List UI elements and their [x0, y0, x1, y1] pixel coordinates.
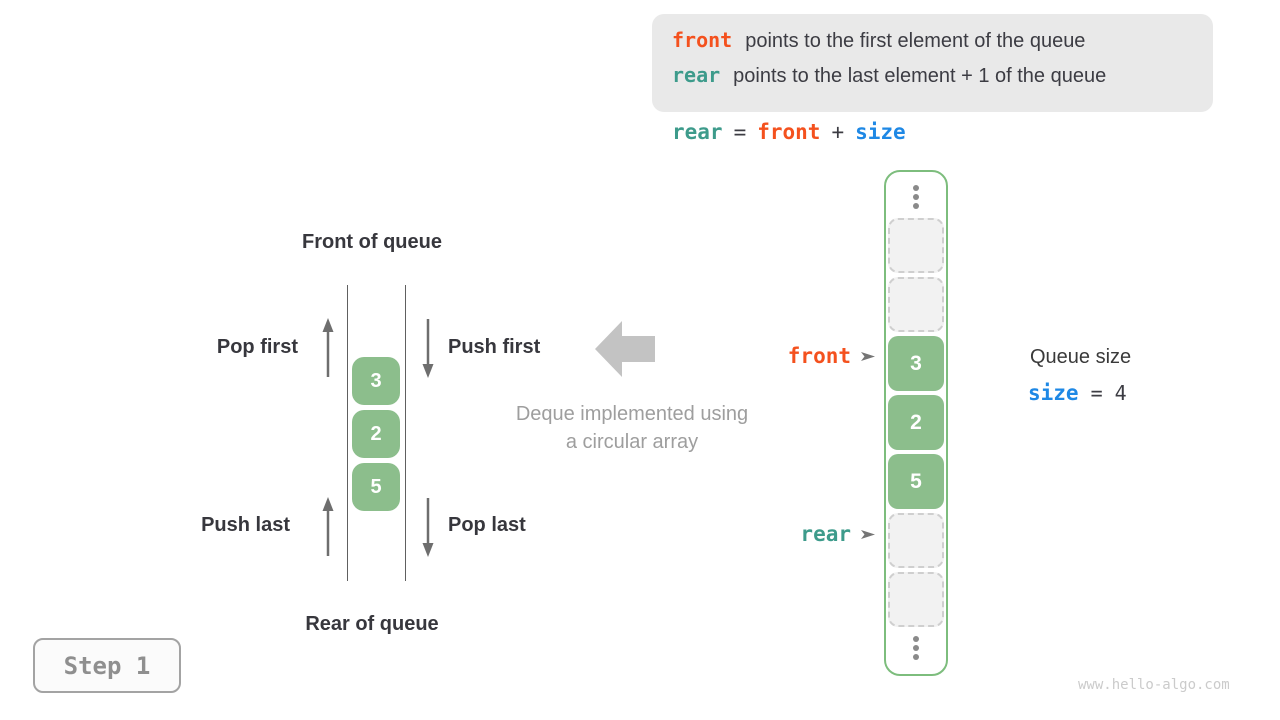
front-keyword: front — [672, 28, 733, 52]
left-block-arrow-icon — [595, 321, 655, 377]
queue-size-value-row: size = 4 — [1028, 381, 1127, 405]
push-last-arrow-icon — [322, 497, 334, 556]
pop-first-label: Pop first — [216, 336, 298, 358]
rear-pointer: rear — [700, 522, 876, 546]
push-first-arrow-icon — [422, 319, 434, 378]
push-last-label: Push last — [201, 514, 290, 536]
front-pointer: front — [700, 344, 876, 368]
array-cell-empty — [888, 218, 944, 273]
size-keyword: size — [1028, 381, 1079, 405]
rear-definition-line: rear points to the last element + 1 of t… — [672, 63, 1213, 98]
deque-cell-5: 5 — [352, 463, 400, 511]
deque-cell-2: 2 — [352, 410, 400, 458]
deque-cell-3: 3 — [352, 357, 400, 405]
rear-keyword: rear — [672, 63, 721, 87]
step-badge: Step 1 — [33, 638, 181, 693]
front-definition-line: front points to the first element of the… — [672, 28, 1213, 63]
queue-size-label: Queue size — [1030, 346, 1132, 368]
pop-last-arrow-icon — [422, 498, 434, 557]
rear-definition-text: points to the last element + 1 of the qu… — [733, 65, 1107, 87]
rear-pointer-arrow-icon — [861, 529, 875, 539]
formula: rear = front + size — [672, 120, 906, 144]
front-pointer-arrow-icon — [861, 351, 875, 361]
array-cell-value-3: 3 — [888, 336, 944, 391]
caption: Deque implemented using a circular array — [492, 400, 772, 456]
caption-line-2: a circular array — [565, 431, 699, 453]
pop-first-arrow-icon — [322, 318, 334, 377]
formula-token-=: = — [733, 120, 747, 144]
front-pointer-label: front — [787, 344, 851, 368]
front-definition-text: points to the first element of the queue — [745, 30, 1086, 52]
size-equals: = — [1090, 381, 1103, 405]
rear-of-queue-label: Rear of queue — [305, 613, 439, 635]
array-cell-empty — [888, 277, 944, 332]
formula-token-rear: rear — [672, 120, 723, 144]
rear-pointer-label: rear — [800, 522, 851, 546]
caption-line-1: Deque implemented using — [515, 403, 749, 425]
definition-box: front points to the first element of the… — [652, 14, 1213, 112]
deque-channel — [347, 285, 406, 581]
array-cell-empty — [888, 513, 944, 568]
array-cell-value-5: 5 — [888, 454, 944, 509]
push-first-label: Push first — [448, 336, 541, 358]
ellipsis-dots-icon — [913, 180, 919, 214]
ellipsis-dots-icon — [913, 631, 919, 665]
deque-stack: 3 2 5 — [352, 357, 400, 511]
array-cell-empty — [888, 572, 944, 627]
formula-token-+: + — [831, 120, 845, 144]
formula-token-size: size — [855, 120, 906, 144]
front-of-queue-label: Front of queue — [302, 231, 442, 253]
formula-token-front: front — [757, 120, 821, 144]
size-value: 4 — [1114, 381, 1127, 405]
array-cell-value-2: 2 — [888, 395, 944, 450]
watermark: www.hello-algo.com — [1078, 677, 1230, 693]
pop-last-label: Pop last — [448, 514, 526, 536]
